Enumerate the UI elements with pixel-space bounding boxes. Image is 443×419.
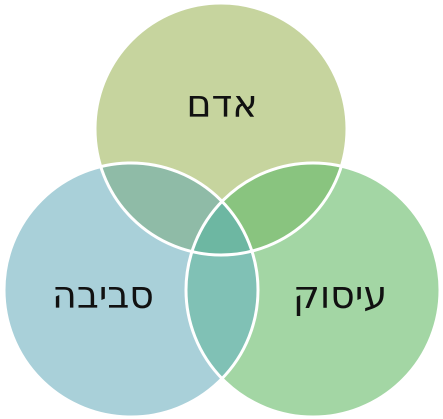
overlap-person-occupation	[186, 163, 347, 255]
label-occupation: עיסוק	[293, 273, 387, 317]
overlap-person-environment	[95, 163, 258, 255]
outline-occupation	[184, 161, 442, 419]
label-environment: סביבה	[52, 273, 154, 317]
outline-person	[93, 1, 349, 257]
label-person: אדם	[186, 82, 257, 126]
outline-environment	[2, 161, 260, 419]
